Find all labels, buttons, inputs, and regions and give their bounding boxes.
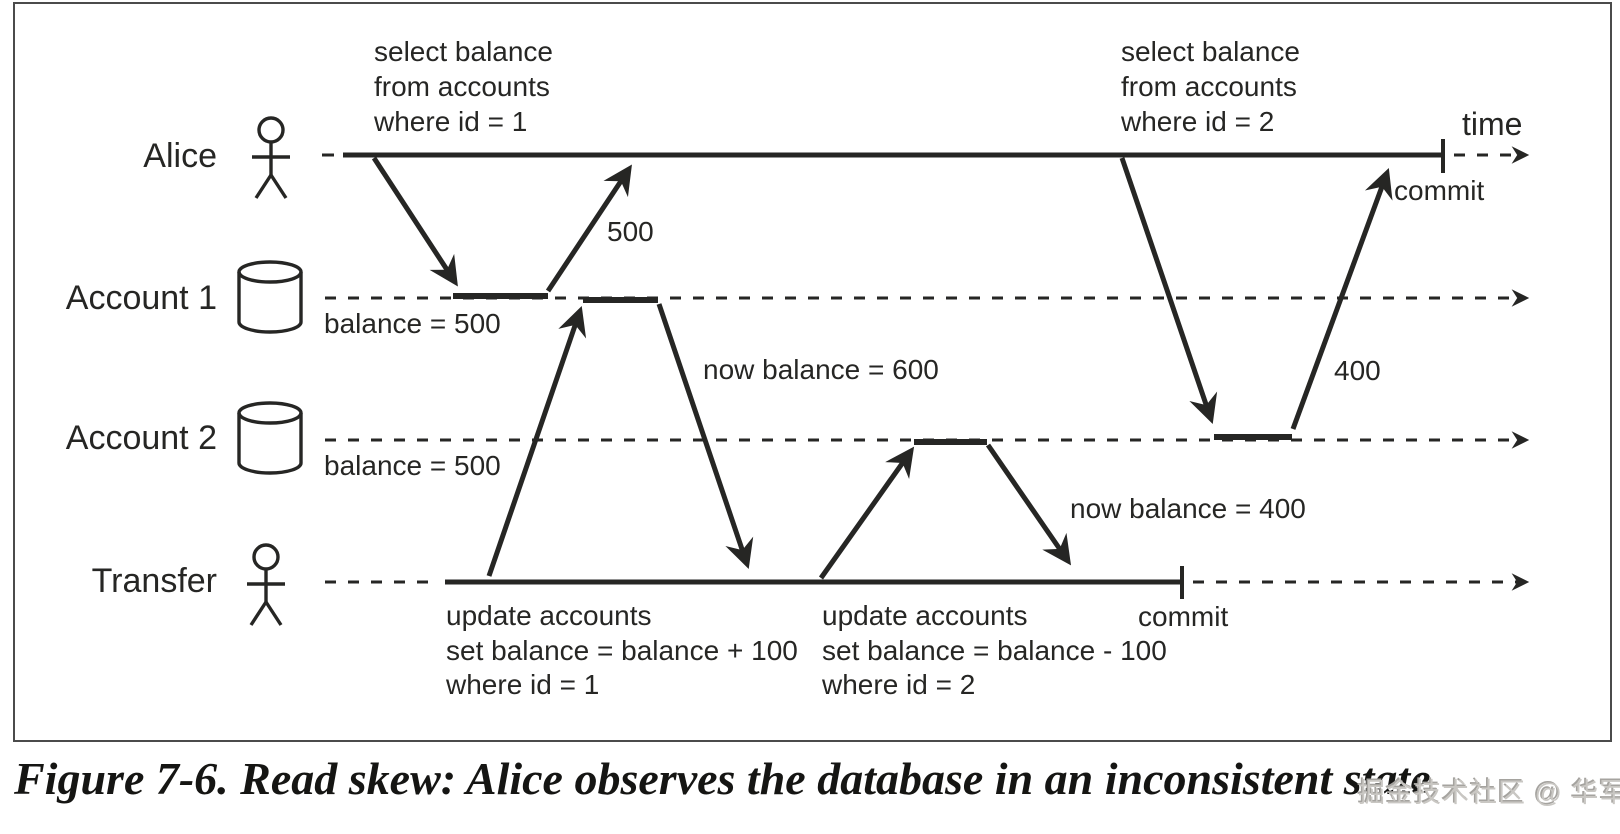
sql-line: select balance [374, 36, 554, 67]
alice-read-account1-arrows [371, 156, 632, 299]
database-icon [237, 260, 303, 334]
read-result-400: 400 [1334, 355, 1381, 386]
person-icon [252, 116, 290, 199]
sql-line: where id = 1 [374, 106, 528, 137]
sql-line: update accounts [446, 600, 652, 631]
watermark: 掘金技术社区 @ 华军 [1358, 778, 1620, 808]
read-result-500: 500 [607, 216, 654, 247]
transfer-update-1-text: update accounts set balance = balance + … [446, 599, 798, 703]
transfer-update-account2-arrows [818, 439, 1072, 580]
sql-line: select balance [1121, 36, 1301, 67]
sql-line: where id = 2 [1121, 106, 1275, 137]
alice-timeline [322, 139, 1530, 173]
sql-line: update accounts [822, 600, 1028, 631]
lane-label-account-1: Account 1 [65, 279, 217, 317]
transfer-update-account1-arrows [486, 297, 754, 577]
now-balance-600-label: now balance = 600 [703, 354, 939, 385]
database-icon [237, 401, 303, 475]
transfer-commit-label: commit [1138, 601, 1229, 632]
sql-line: from accounts [1121, 71, 1297, 102]
lane-label-account-2: Account 2 [65, 419, 217, 457]
transfer-timeline [325, 566, 1530, 599]
account1-balance-label: balance = 500 [324, 308, 501, 339]
lane-label-transfer: Transfer [91, 562, 217, 600]
alice-commit-label: commit [1394, 175, 1485, 206]
account2-balance-label: balance = 500 [324, 450, 501, 481]
sql-line: set balance = balance - 100 [822, 634, 1167, 666]
alice-read-account2-arrows [1119, 157, 1393, 440]
alice-query-2-text: select balance from accounts where id = … [1121, 34, 1300, 139]
transfer-update-2-text: update accounts set balance = balance - … [822, 599, 1167, 703]
person-icon [247, 543, 285, 626]
lane-label-alice: Alice [143, 137, 217, 175]
figure-caption: Figure 7-6. Read skew: Alice observes th… [14, 753, 1431, 804]
sql-line: where id = 1 [446, 669, 600, 700]
alice-query-1-text: select balance from accounts where id = … [374, 34, 553, 139]
time-axis-label: time [1462, 106, 1523, 142]
sql-line: from accounts [374, 71, 550, 102]
sql-line: where id = 2 [822, 669, 976, 700]
sql-line: set balance = balance + 100 [446, 634, 798, 666]
now-balance-400-label: now balance = 400 [1070, 493, 1306, 524]
diagram-border [13, 2, 1612, 742]
